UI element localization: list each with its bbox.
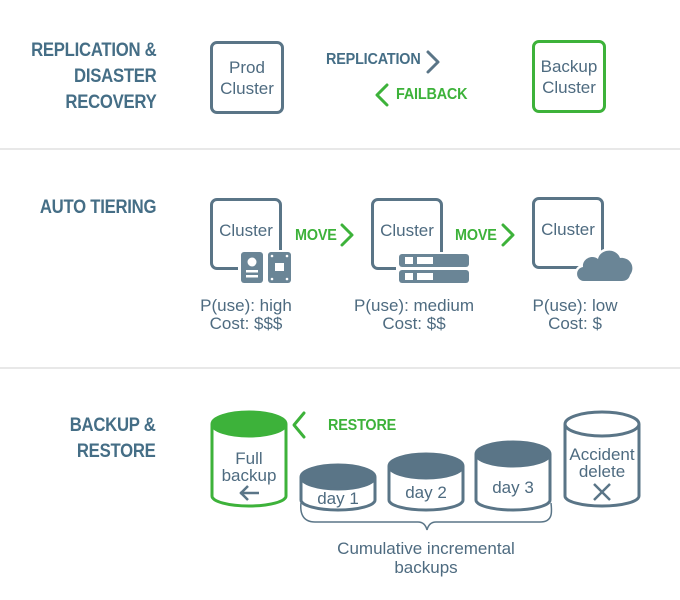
incremental-label: day 2 [405,483,447,502]
tier-puse: P(use): high [200,296,292,315]
tiering-heading: AUTO TIERING [39,197,157,218]
tier-box-label: Cluster [541,220,595,239]
backup-heading: BACKUP & RESTORE [70,413,156,465]
section-divider [0,148,680,150]
chevron-right-icon [426,50,440,74]
heading-line: RESTORE [77,441,156,462]
restore-label: RESTORE [328,417,397,434]
incremental-cylinder [387,452,465,512]
tier-box-label: Cluster [219,221,273,240]
replication-label: REPLICATION [326,51,421,68]
full-backup-cylinder [210,410,288,508]
box-line: Cluster [220,78,274,98]
chevron-right-icon [340,223,354,247]
move-label: MOVE [295,227,337,244]
section-divider [0,367,680,369]
server-rack-icon [396,252,472,286]
tier-puse: P(use): medium [354,296,474,315]
failback-label: FAILBACK [396,86,468,103]
box-line: Backup [540,56,598,76]
label-line: delete [578,462,626,481]
replication-heading: REPLICATION & DISASTER RECOVERY [30,38,157,116]
heading-line: DISASTER [73,66,157,87]
chevron-left-icon [292,411,306,439]
chevron-left-icon [375,83,389,107]
tier-cost: Cost: $ [548,314,602,333]
tier-caption: P(use): high Cost: $$$ [176,297,316,333]
box-line: Cluster [542,77,596,97]
incremental-cylinder [299,463,377,512]
label-line: Full [235,449,263,468]
brace [300,502,553,531]
tier-cost: Cost: $$ [382,314,446,333]
heading-line: REPLICATION & [30,40,157,61]
arrow-left-icon [239,485,259,501]
tier-caption: P(use): medium Cost: $$ [344,297,484,333]
full-backup-label: Full backup [212,450,286,484]
box-line: Prod [229,57,265,77]
label-line: Accident [569,445,635,464]
incremental-label: day 3 [492,478,534,497]
caption-line: backups [394,558,458,577]
heading-line: RECOVERY [64,92,156,113]
caption-line: Cumulative incremental [337,539,515,558]
chevron-right-icon [501,223,515,247]
close-x-icon [593,483,611,501]
prod-cluster-box: Prod Cluster [210,41,284,114]
tier-puse: P(use): low [532,296,618,315]
tier-caption: P(use): low Cost: $ [505,297,645,333]
brace-caption: Cumulative incremental backups [300,539,552,577]
incremental-cylinder [474,440,552,512]
incremental-label: day 1 [317,489,359,508]
accident-delete-cylinder [563,410,641,508]
tier-cost: Cost: $$$ [209,314,283,333]
cloud-icon [574,248,635,284]
ssd-drive-icon [238,250,294,286]
label-line: backup [221,466,277,485]
tier-box-label: Cluster [380,221,434,240]
accident-delete-label: Accident delete [565,446,639,480]
tier-cluster-box: Cluster [532,197,604,269]
move-label: MOVE [455,227,497,244]
heading-line: BACKUP & [70,415,156,436]
backup-cluster-box: Backup Cluster [532,40,606,113]
